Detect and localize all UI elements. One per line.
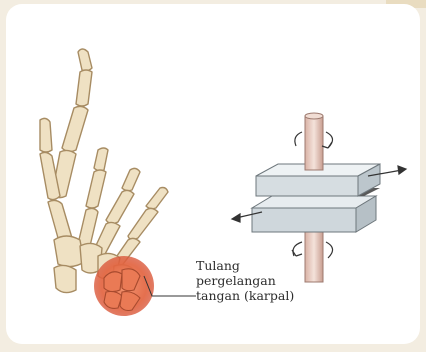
carpal-annotation-label: Tulang pergelangan tangan (karpal): [196, 258, 294, 303]
annotation-line-1: Tulang: [196, 258, 294, 273]
carpal-bones-highlight: [94, 256, 154, 316]
annotation-line-2: pergelangan: [196, 273, 294, 288]
hand-skeleton-icon: [40, 49, 168, 293]
shear-apparatus-icon: [252, 113, 380, 282]
annotation-line-3: tangan (karpal): [196, 288, 294, 303]
